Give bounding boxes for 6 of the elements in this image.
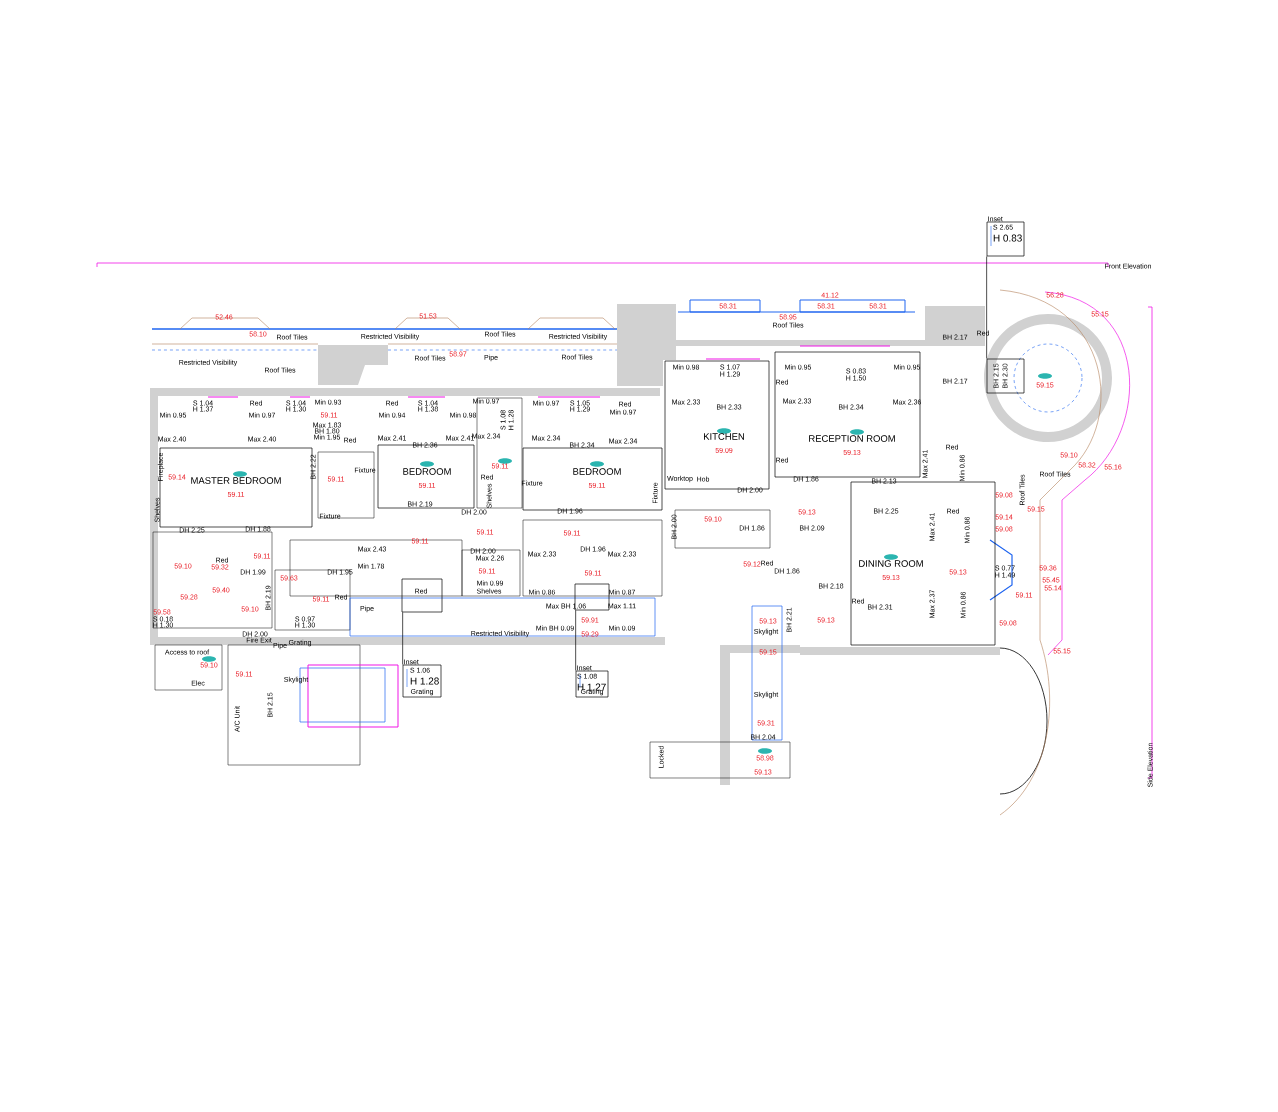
leader-line <box>575 610 576 671</box>
detail-frame <box>401 578 443 613</box>
detail-frame <box>574 583 610 611</box>
detail-frame <box>986 358 1025 394</box>
leader-line <box>986 256 987 359</box>
leader-line <box>402 612 403 665</box>
